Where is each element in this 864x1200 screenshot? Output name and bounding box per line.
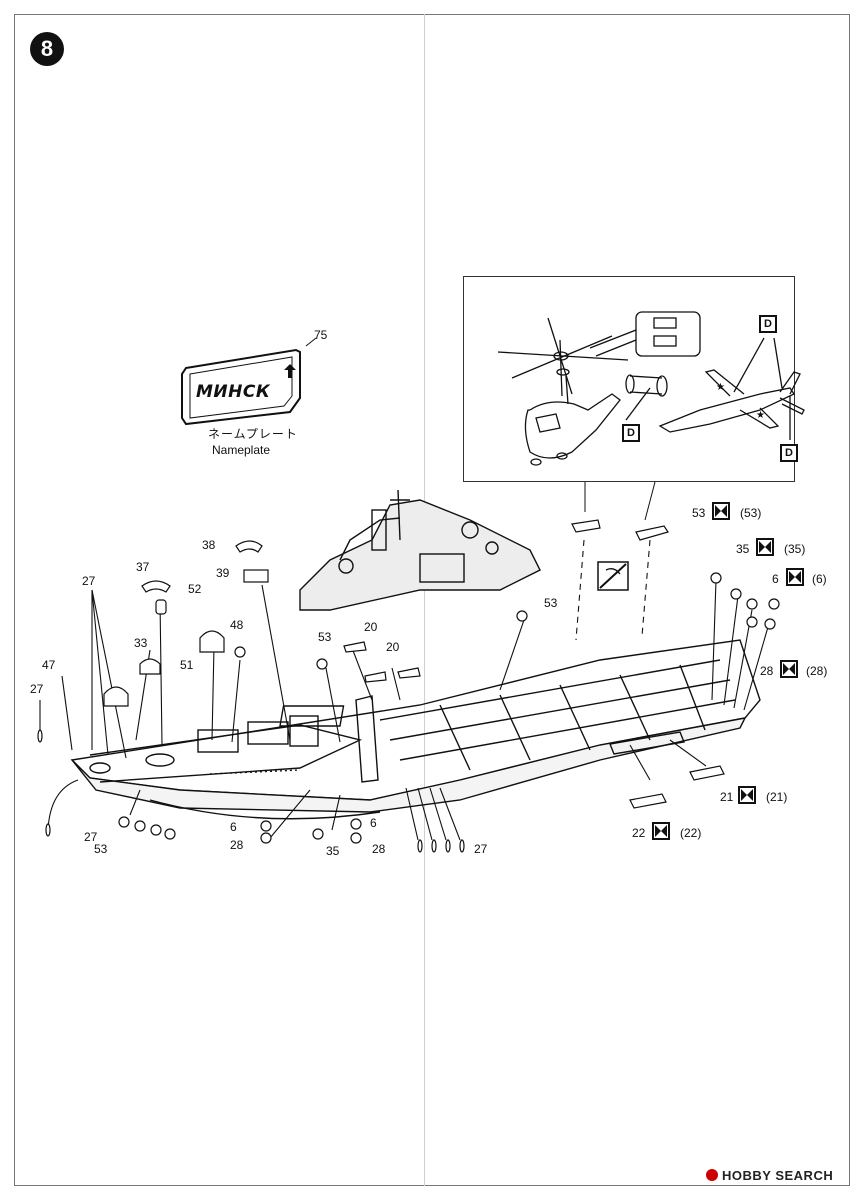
part-label-51: 51 (180, 658, 194, 672)
part-label-38: 38 (202, 538, 216, 552)
mirror-part-label-28: (28) (806, 664, 828, 678)
mirror-part-label-21: (21) (766, 790, 788, 804)
part-label-27: 27 (82, 574, 96, 588)
helicopter-drawing (497, 317, 668, 466)
part-label-27: 27 (30, 682, 44, 696)
part-label-20: 20 (386, 640, 400, 654)
part-label-53: 53 (318, 630, 332, 644)
part-label-39: 39 (216, 566, 230, 580)
part-label-21: 21 (720, 790, 734, 804)
part-label-6: 6 (772, 572, 779, 586)
part-label-22: 22 (632, 826, 646, 840)
part-label-53: 53 (94, 842, 108, 856)
part-label-28: 28 (230, 838, 244, 852)
mirror-symbol (738, 786, 756, 804)
jet-aircraft-drawing: ★ ★ (658, 337, 805, 440)
decal-marker-jet-top: D (759, 315, 777, 333)
nameplate-text: МИНСК (196, 382, 271, 402)
part-label-28: 28 (760, 664, 774, 678)
part-label-33: 33 (134, 636, 148, 650)
nameplate-label-english: Nameplate (212, 443, 271, 457)
svg-text:★: ★ (756, 410, 765, 421)
mirror-part-label-22: (22) (680, 826, 702, 840)
mirror-part-label-6: (6) (812, 572, 827, 586)
mirror-symbol (712, 502, 730, 520)
mirror-symbol (756, 538, 774, 556)
no-glue-icon (597, 561, 629, 591)
nameplate-part-number: 75 (314, 328, 328, 342)
aircraft-inset-box (463, 276, 795, 482)
mirror-symbol (652, 822, 670, 840)
part-label-28: 28 (372, 842, 386, 856)
part-label-48: 48 (230, 618, 244, 632)
mirror-symbol (780, 660, 798, 678)
part-label-27: 27 (474, 842, 488, 856)
part-label-53: 53 (692, 506, 706, 520)
instruction-sheet-frame (14, 14, 850, 1186)
part-label-37: 37 (136, 560, 150, 574)
part-label-20: 20 (364, 620, 378, 634)
part-label-27: 27 (84, 830, 98, 844)
nameplate-label-japanese: ネームプレート (208, 427, 298, 441)
svg-text:★: ★ (716, 382, 725, 393)
watermark-text: HOBBY SEARCH (722, 1168, 834, 1183)
decal-marker-helicopter: D (622, 424, 640, 442)
part-label-6: 6 (230, 820, 237, 834)
mirror-symbol (786, 568, 804, 586)
decal-marker-jet-bottom: D (780, 444, 798, 462)
part-label-53: 53 (544, 596, 558, 610)
watermark: HOBBY SEARCH (706, 1168, 833, 1183)
mirror-part-label-35: (35) (784, 542, 806, 556)
step-number-badge: 8 (30, 32, 64, 66)
part-label-47: 47 (42, 658, 56, 672)
detail-callout (589, 311, 701, 421)
mirror-part-label-53: (53) (740, 506, 762, 520)
part-label-35: 35 (736, 542, 750, 556)
part-label-35: 35 (326, 844, 340, 858)
page-fold-line (424, 14, 425, 1186)
part-label-52: 52 (188, 582, 202, 596)
part-label-6: 6 (370, 816, 377, 830)
watermark-logo-icon (706, 1169, 718, 1181)
